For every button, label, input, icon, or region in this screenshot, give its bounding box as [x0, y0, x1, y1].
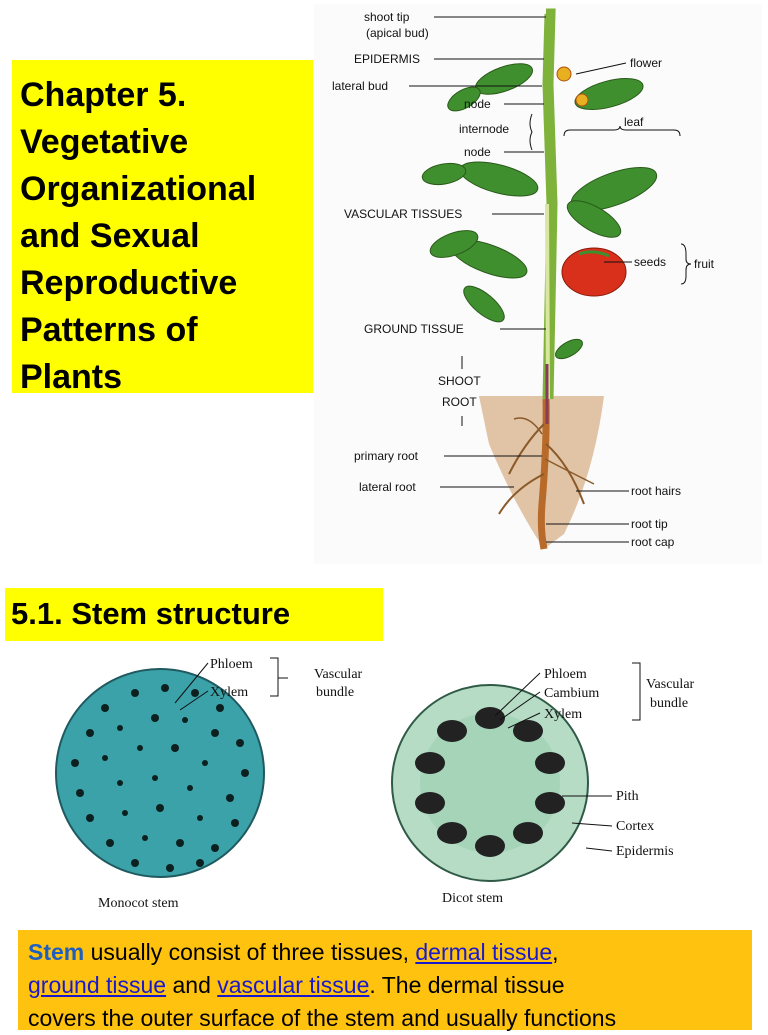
title-line: and Sexual — [20, 217, 200, 255]
dicot-vascular-ring — [415, 707, 565, 857]
lateral-root-shape — [545, 443, 585, 505]
lateral-root-shape — [508, 423, 545, 475]
label-primary-root: primary root — [354, 449, 419, 463]
leaf-shape — [459, 161, 539, 197]
body-text: . The dermal tissue — [369, 972, 565, 998]
leaf-shape — [447, 86, 481, 112]
label-root-cap: root cap — [631, 535, 675, 549]
monocot-label-xylem: Xylem — [210, 685, 248, 700]
keyword-stem: Stem — [28, 939, 85, 965]
flower-shape — [556, 66, 572, 82]
tomato-calyx — [578, 250, 610, 258]
label-shoot-tip: shoot tip — [364, 10, 410, 24]
label-node: node — [464, 145, 491, 159]
dicot-leader-lines — [494, 662, 641, 852]
lateral-root-shape — [498, 473, 545, 515]
label-apical-bud: (apical bud) — [366, 26, 429, 40]
dicot-caption: Dicot stem — [442, 891, 503, 906]
title-line: Reproductive — [20, 264, 238, 302]
dicot-pith-area — [420, 713, 560, 853]
label-shoot: SHOOT — [438, 374, 481, 388]
chapter-title-box: Chapter 5. Vegetative Organizational and… — [12, 60, 313, 396]
dicot-label-vascular: Vascular — [646, 677, 695, 692]
label-lateral-bud: lateral bud — [332, 79, 388, 93]
title-line: Vegetative — [20, 123, 189, 161]
label-root-tip: root tip — [631, 517, 668, 531]
label-node: node — [464, 97, 491, 111]
monocot-stem-circle — [55, 668, 265, 878]
flower-shape — [575, 93, 589, 107]
plant-anatomy-diagram: shoot tip (apical bud) EPIDERMIS lateral… — [314, 4, 762, 564]
body-text: , — [552, 939, 559, 965]
monocot-label-bundle: bundle — [316, 685, 354, 700]
label-lateral-root: lateral root — [359, 480, 416, 494]
dicot-label-cambium: Cambium — [544, 686, 599, 701]
label-leaf: leaf — [624, 115, 644, 129]
leaf-shape — [475, 63, 533, 95]
leaves — [421, 63, 658, 360]
section-title: 5.1. Stem structure — [11, 596, 291, 631]
lateral-root-shape — [513, 417, 543, 435]
monocot-caption: Monocot stem — [98, 896, 179, 911]
monocot-leader-lines — [174, 657, 288, 711]
leaf-shape — [574, 78, 644, 110]
body-text: and — [166, 972, 218, 998]
label-ground-tissue: GROUND TISSUE — [364, 322, 464, 336]
body-text: covers the outer surface of the stem and… — [28, 1005, 617, 1031]
leaf-shape — [463, 285, 505, 323]
title-line: Chapter 5. — [20, 76, 187, 114]
label-vascular-tissues: VASCULAR TISSUES — [344, 207, 462, 221]
dicot-label-pith: Pith — [616, 789, 639, 804]
stem-cross-section-diagrams: Phloem Xylem Vascular bundle Monocot ste… — [30, 648, 750, 918]
stem-description-box: Stem usually consist of three tissues, d… — [18, 930, 752, 1031]
title-line: Patterns of — [20, 311, 198, 349]
label-epidermis: EPIDERMIS — [354, 52, 420, 66]
body-text: usually consist of three tissues, — [84, 939, 416, 965]
plant-illustration: shoot tip (apical bud) EPIDERMIS lateral… — [332, 8, 715, 550]
tomato-fruit-shape — [561, 247, 627, 297]
dicot-label-bundle: bundle — [650, 696, 688, 711]
label-seeds: seeds — [634, 255, 666, 269]
label-internode: internode — [459, 122, 509, 136]
dicot-label-cortex: Cortex — [616, 819, 654, 834]
link-dermal-tissue[interactable]: dermal tissue — [415, 939, 553, 965]
label-root-hairs: root hairs — [631, 484, 681, 498]
chapter-title: Chapter 5. Vegetative Organizational and… — [20, 72, 303, 401]
lateral-root-shape — [544, 458, 595, 485]
leaf-shape — [429, 230, 479, 258]
dicot-label-xylem: Xylem — [544, 707, 582, 722]
dicot-label-phloem: Phloem — [544, 667, 587, 682]
leader-lines — [409, 16, 692, 543]
link-ground-tissue[interactable]: ground tissue — [28, 972, 167, 998]
stem-diagrams-svg: Phloem Xylem Vascular bundle Monocot ste… — [55, 657, 695, 911]
leaf-shape — [566, 200, 622, 238]
monocot-stem-diagram: Phloem Xylem Vascular bundle Monocot ste… — [55, 657, 363, 911]
monocot-vascular-bundles — [71, 684, 249, 872]
stem-shape — [542, 8, 558, 400]
monocot-label-phloem: Phloem — [210, 657, 253, 672]
label-root: ROOT — [442, 395, 477, 409]
monocot-label-vascular: Vascular — [314, 667, 363, 682]
leaf-shape — [421, 162, 467, 186]
title-line: Plants — [20, 358, 123, 396]
label-fruit: fruit — [694, 257, 715, 271]
leaf-shape — [555, 338, 583, 360]
section-heading-box: 5.1. Stem structure — [5, 588, 383, 641]
title-line: Organizational — [20, 170, 257, 208]
dicot-stem-diagram: Phloem Cambium Xylem Vascular bundle Pit… — [391, 662, 695, 906]
link-vascular-tissue[interactable]: vascular tissue — [217, 972, 370, 998]
label-flower: flower — [630, 56, 662, 70]
dicot-label-epidermis: Epidermis — [616, 844, 674, 859]
